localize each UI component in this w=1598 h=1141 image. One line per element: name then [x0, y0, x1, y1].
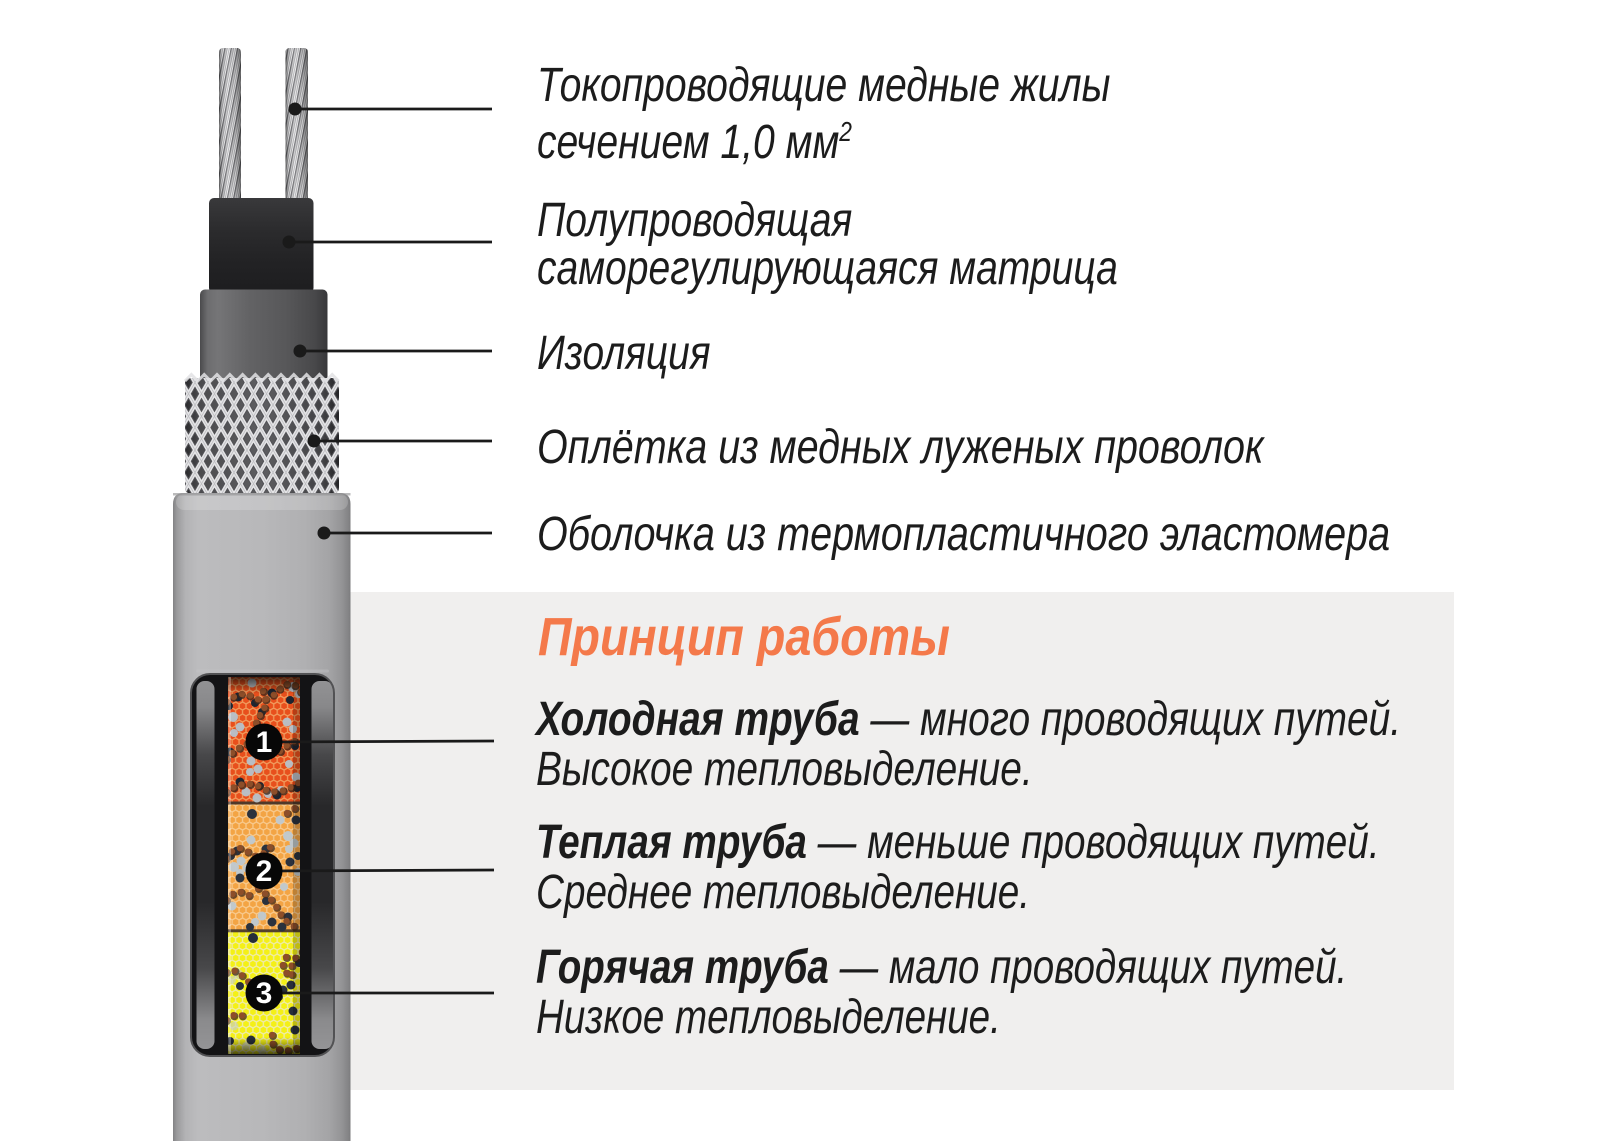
svg-text:2: 2 [256, 855, 273, 888]
svg-text:1: 1 [256, 726, 273, 759]
svg-text:3: 3 [256, 977, 273, 1010]
